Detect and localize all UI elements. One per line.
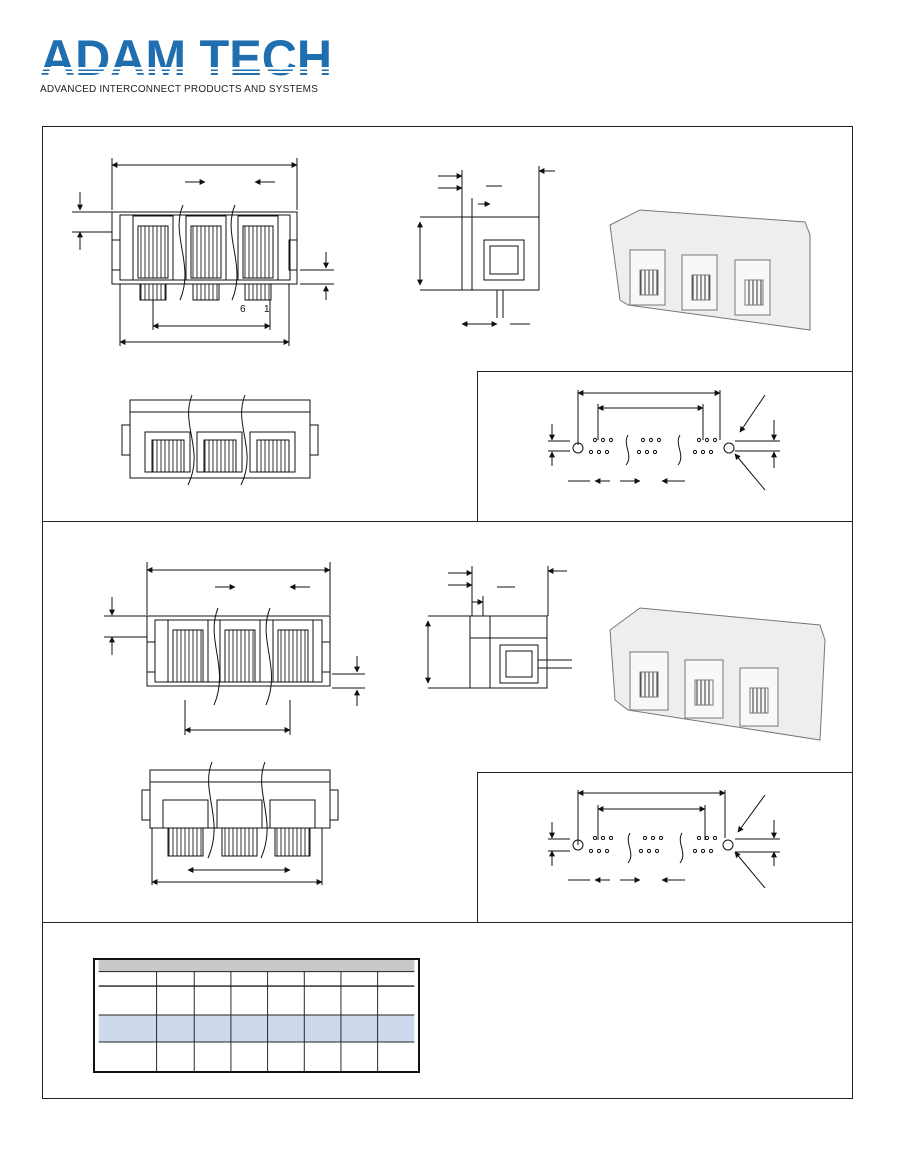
table-header-band — [98, 960, 415, 972]
front-view-2 — [104, 562, 365, 735]
spec-table — [93, 958, 420, 1073]
section-divider-2 — [42, 922, 853, 923]
pcb-layout-panel-bottom — [477, 772, 853, 923]
section-divider-1 — [42, 521, 853, 522]
side-view-2 — [425, 566, 572, 689]
brand-tagline: ADVANCED INTERCONNECT PRODUCTS AND SYSTE… — [40, 84, 319, 95]
adam-tech-logo: ADAM TECH — [40, 30, 332, 86]
product-image-1 — [609, 209, 811, 331]
side-view-1 — [417, 166, 555, 327]
product-image-2 — [609, 607, 826, 741]
pcb-layout-2 — [548, 790, 780, 889]
drawing-sheet-frame — [42, 126, 853, 1099]
pcb-layout-1 — [548, 390, 780, 491]
brand-name: ADAM TECH — [40, 30, 332, 86]
front-view-1 — [72, 158, 334, 346]
table-highlight-row — [98, 1015, 415, 1043]
pin-label-1: 1 — [264, 304, 270, 315]
rear-view-1 — [121, 394, 319, 486]
pcb-layout-panel-top — [477, 371, 853, 522]
pin-label-6: 6 — [240, 304, 246, 315]
bottom-view-2 — [141, 761, 339, 885]
